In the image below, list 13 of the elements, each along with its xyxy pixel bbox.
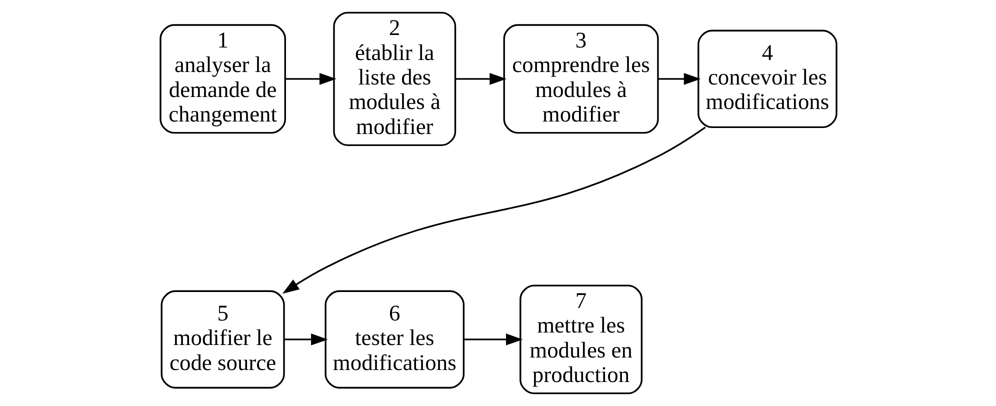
node-box: 2 établir la liste des modules à modifier [332,12,456,146]
node-box: 6 tester les modifications [324,290,464,389]
arrow [282,126,706,294]
arrow [658,73,700,85]
node-box: 7 mettre les modules en production [519,284,642,394]
arrow [284,334,328,346]
node-box: 4 concevoir les modifications [697,30,837,128]
node-box: 5 modifier le code source [160,290,284,389]
arrow [284,73,336,85]
arrow [455,73,506,85]
node-box: 1 analyser la demande de changement [159,24,286,134]
arrow [463,334,522,346]
node-box: 3 comprendre les modules à modifier [502,24,658,134]
